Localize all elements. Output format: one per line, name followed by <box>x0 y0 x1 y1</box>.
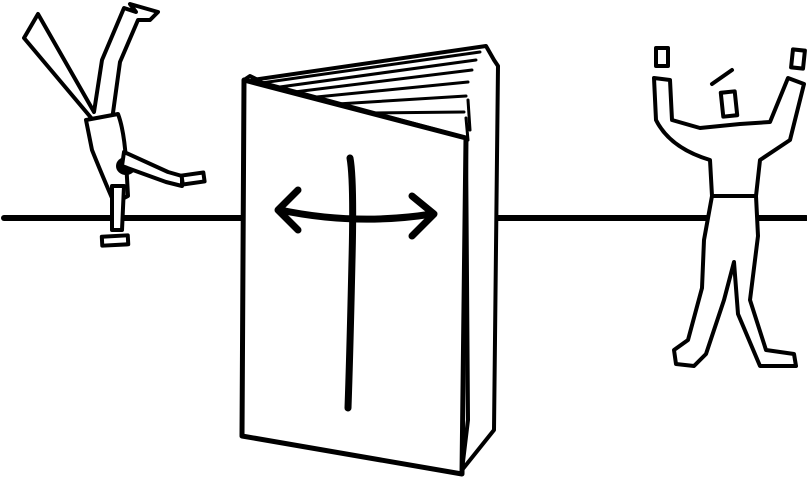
person-arms-raised-icon <box>654 48 805 366</box>
figure-head <box>721 91 737 116</box>
person-doing-cartwheel-icon <box>24 4 205 246</box>
book-with-cross-icon <box>242 46 498 474</box>
